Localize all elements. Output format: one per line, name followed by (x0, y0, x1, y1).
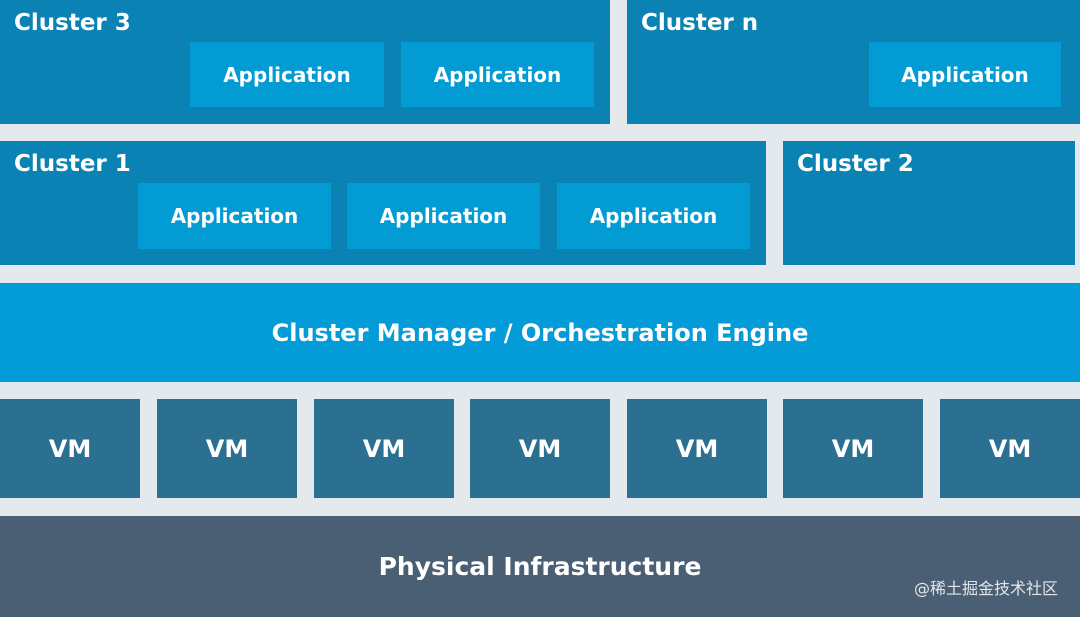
cluster-n-title: Cluster n (641, 10, 759, 36)
physical-infrastructure-label: Physical Infrastructure (378, 552, 702, 581)
vm-2: VM (157, 399, 297, 498)
vm-3: VM (314, 399, 454, 498)
vm-1: VM (0, 399, 140, 498)
cluster-manager-label: Cluster Manager / Orchestration Engine (271, 318, 809, 347)
cluster-3: Cluster 3 Application Application (0, 0, 610, 124)
cluster-3-application-1: Application (190, 42, 384, 107)
vm-4: VM (470, 399, 610, 498)
vm-5: VM (627, 399, 767, 498)
cluster-2-title: Cluster 2 (797, 151, 914, 177)
cluster-3-title: Cluster 3 (14, 10, 131, 36)
cluster-1-application-1: Application (138, 183, 331, 249)
vm-7: VM (940, 399, 1080, 498)
cluster-1-application-2: Application (347, 183, 540, 249)
cluster-n-application-1: Application (869, 42, 1061, 107)
cluster-1: Cluster 1 Application Application Applic… (0, 141, 766, 265)
cluster-3-application-2: Application (401, 42, 594, 107)
cluster-1-title: Cluster 1 (14, 151, 131, 177)
cluster-1-application-3: Application (557, 183, 750, 249)
cluster-2: Cluster 2 (783, 141, 1075, 265)
physical-infrastructure-layer: Physical Infrastructure (0, 516, 1080, 617)
watermark: @稀土掘金技术社区 (913, 579, 1058, 598)
vm-6: VM (783, 399, 923, 498)
cluster-n: Cluster n Application (627, 0, 1080, 124)
cluster-manager-layer: Cluster Manager / Orchestration Engine (0, 283, 1080, 382)
